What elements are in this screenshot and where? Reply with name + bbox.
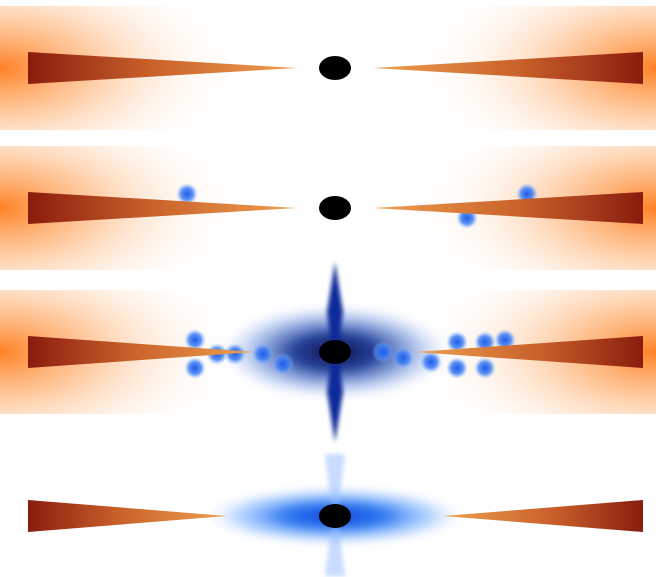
panel-4 (28, 454, 643, 576)
blue-spot (446, 357, 468, 379)
cone-right (373, 192, 643, 224)
blue-spot (184, 329, 206, 351)
jet-down (327, 362, 343, 442)
cone-left (28, 336, 255, 368)
cone-left (28, 500, 227, 532)
cone-left (28, 192, 297, 224)
blue-spot (474, 357, 496, 379)
jet-up (325, 454, 345, 504)
panel-1 (0, 6, 656, 130)
panel-3 (0, 262, 656, 442)
blue-spot (184, 357, 206, 379)
cone-right (443, 500, 643, 532)
blue-spot (372, 341, 394, 363)
blue-spot (176, 183, 198, 205)
particle (319, 504, 351, 528)
particle (319, 56, 351, 80)
jet-down (325, 528, 345, 576)
cone-right (415, 336, 643, 368)
blue-spot (392, 347, 414, 369)
panels (0, 6, 656, 576)
jet-up (327, 262, 343, 342)
blue-spot (224, 343, 246, 365)
cone-right (373, 52, 643, 84)
particle (319, 340, 351, 364)
blue-spot (272, 353, 294, 375)
blue-spot (252, 343, 274, 365)
blue-spot (420, 351, 442, 373)
blue-spot (446, 331, 468, 353)
panel-2 (0, 146, 656, 270)
cone-left (28, 52, 297, 84)
particle (319, 196, 351, 220)
